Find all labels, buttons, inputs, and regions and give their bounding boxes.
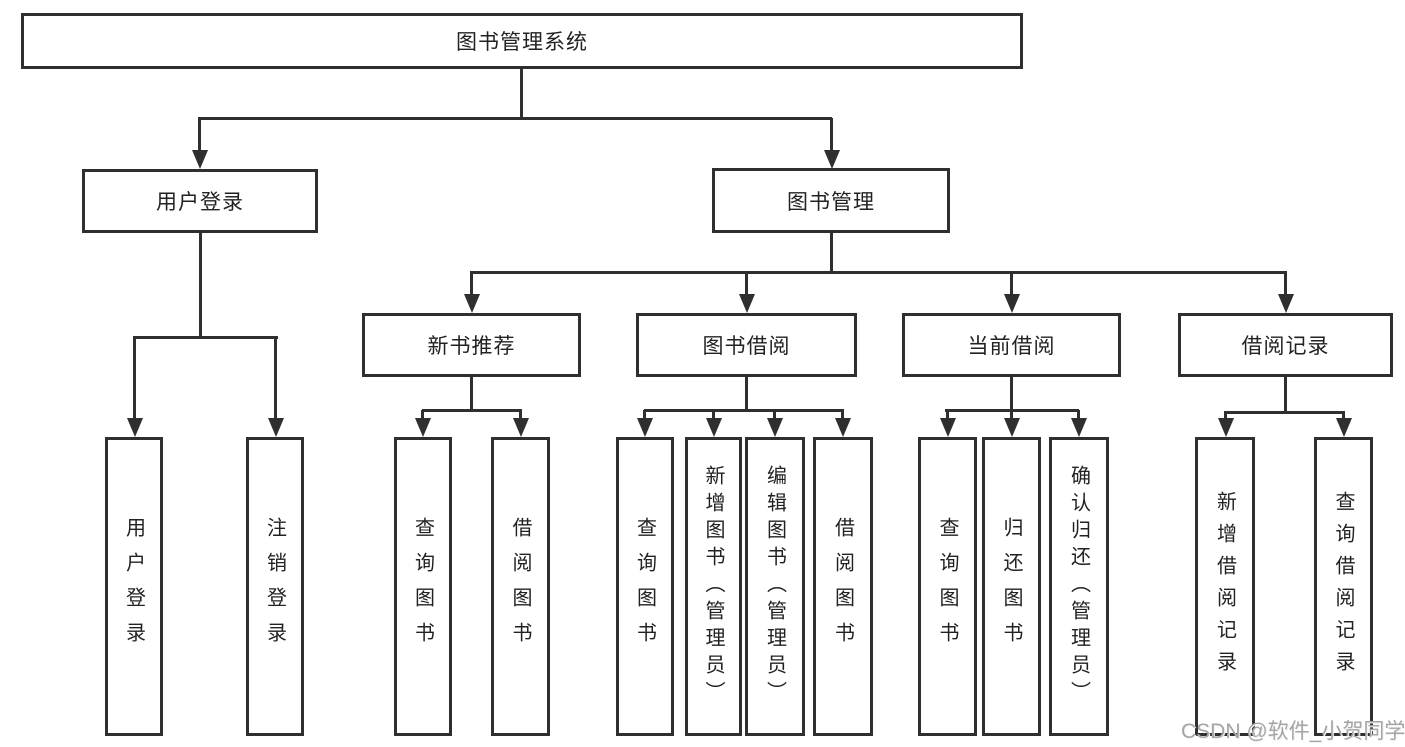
connector-borrowing-records-bar: [1224, 411, 1345, 414]
leaf-label: 编辑图书（管理员）: [763, 465, 786, 708]
node-book-management: 图书管理: [712, 168, 950, 233]
leaf-user-login: 用户登录: [105, 437, 163, 736]
connector-book-borrowing-bar: [644, 409, 844, 412]
arrow-to-leaf-user-login: [133, 337, 136, 418]
arrow-to-new-book-recommendation: [470, 272, 473, 294]
connector-book-management-stem: [830, 231, 833, 273]
leaf-query-books-2: 查询图书: [616, 437, 674, 736]
arrow-to-current-borrowing: [1010, 272, 1013, 294]
node-borrowing-records: 借阅记录: [1178, 313, 1393, 377]
node-label: 图书管理系统: [456, 31, 588, 54]
leaf-add-borrow-record: 新增借阅记录: [1195, 437, 1255, 736]
leaf-edit-books-admin: 编辑图书（管理员）: [745, 437, 805, 736]
node-label: 用户登录: [156, 191, 244, 214]
leaf-label: 归还图书: [1000, 516, 1022, 657]
arrow-to-leaf-query-books-3: [946, 410, 949, 418]
arrow-to-leaf-query-record: [1342, 412, 1345, 418]
node-book-borrowing: 图书借阅: [636, 313, 857, 377]
connector-borrowing-records-stem: [1284, 375, 1287, 413]
arrow-to-user-login: [198, 118, 201, 150]
node-user-login: 用户登录: [82, 169, 318, 233]
node-new-book-recommendation: 新书推荐: [362, 313, 581, 377]
node-current-borrowing: 当前借阅: [902, 313, 1121, 377]
connector-book-management-bar: [470, 271, 1287, 274]
leaf-query-books-1: 查询图书: [394, 437, 452, 736]
arrow-to-book-borrowing: [745, 272, 748, 294]
leaf-label: 新增图书（管理员）: [702, 465, 724, 708]
connector-new-book-bar: [422, 409, 522, 412]
connector-current-borrowing-stem: [1010, 375, 1013, 411]
leaf-label: 查询图书: [633, 516, 656, 657]
arrow-to-leaf-borrow-books-2: [841, 410, 844, 418]
leaf-label: 确认归还（管理员）: [1067, 465, 1090, 708]
node-label: 借阅记录: [1241, 335, 1330, 358]
node-label: 图书借阅: [702, 335, 791, 358]
leaf-label: 借阅图书: [831, 516, 854, 657]
arrow-to-leaf-return-books: [1010, 410, 1013, 418]
leaf-label: 用户登录: [122, 516, 145, 657]
arrow-to-leaf-query-books-1: [421, 410, 424, 418]
leaf-label: 借阅图书: [509, 516, 531, 657]
leaf-label: 查询图书: [936, 516, 958, 657]
leaf-add-books-admin: 新增图书（管理员）: [685, 437, 742, 736]
arrow-to-leaf-logout: [274, 337, 277, 418]
leaf-logout-login: 注销登录: [246, 437, 304, 736]
arrow-to-book-management: [830, 118, 833, 150]
leaf-borrow-books-2: 借阅图书: [813, 437, 873, 736]
node-library-management-system: 图书管理系统: [21, 13, 1023, 69]
watermark: CSDN @软件_小贺同学: [1181, 720, 1405, 743]
connector-new-book-stem: [470, 375, 473, 411]
connector-user-login-stem: [199, 231, 202, 338]
leaf-return-books: 归还图书: [982, 437, 1041, 736]
leaf-query-borrow-record: 查询借阅记录: [1314, 437, 1373, 736]
leaf-label: 查询图书: [411, 516, 434, 657]
node-label: 新书推荐: [427, 335, 516, 358]
arrow-to-leaf-borrow-books-1: [519, 410, 522, 418]
connector-root-stem: [520, 67, 523, 120]
node-label: 图书管理: [787, 190, 875, 214]
arrow-to-leaf-add-record: [1224, 412, 1227, 418]
leaf-borrow-books-1: 借阅图书: [491, 437, 550, 736]
arrow-to-leaf-confirm-return: [1077, 410, 1080, 418]
leaf-query-books-3: 查询图书: [918, 437, 977, 736]
leaf-confirm-return-admin: 确认归还（管理员）: [1049, 437, 1109, 736]
connector-book-borrowing-stem: [745, 375, 748, 411]
leaf-label: 新增借阅记录: [1213, 490, 1236, 683]
arrow-to-borrowing-records: [1284, 272, 1287, 294]
connector-user-login-bar: [133, 336, 278, 339]
node-label: 当前借阅: [967, 335, 1056, 358]
arrow-to-leaf-edit-books: [773, 410, 776, 418]
arrow-to-leaf-add-books: [712, 410, 715, 418]
leaf-label: 注销登录: [263, 516, 286, 657]
arrow-to-leaf-query-books-2: [643, 410, 646, 418]
connector-root-bar: [198, 117, 832, 120]
leaf-label: 查询借阅记录: [1332, 490, 1354, 683]
